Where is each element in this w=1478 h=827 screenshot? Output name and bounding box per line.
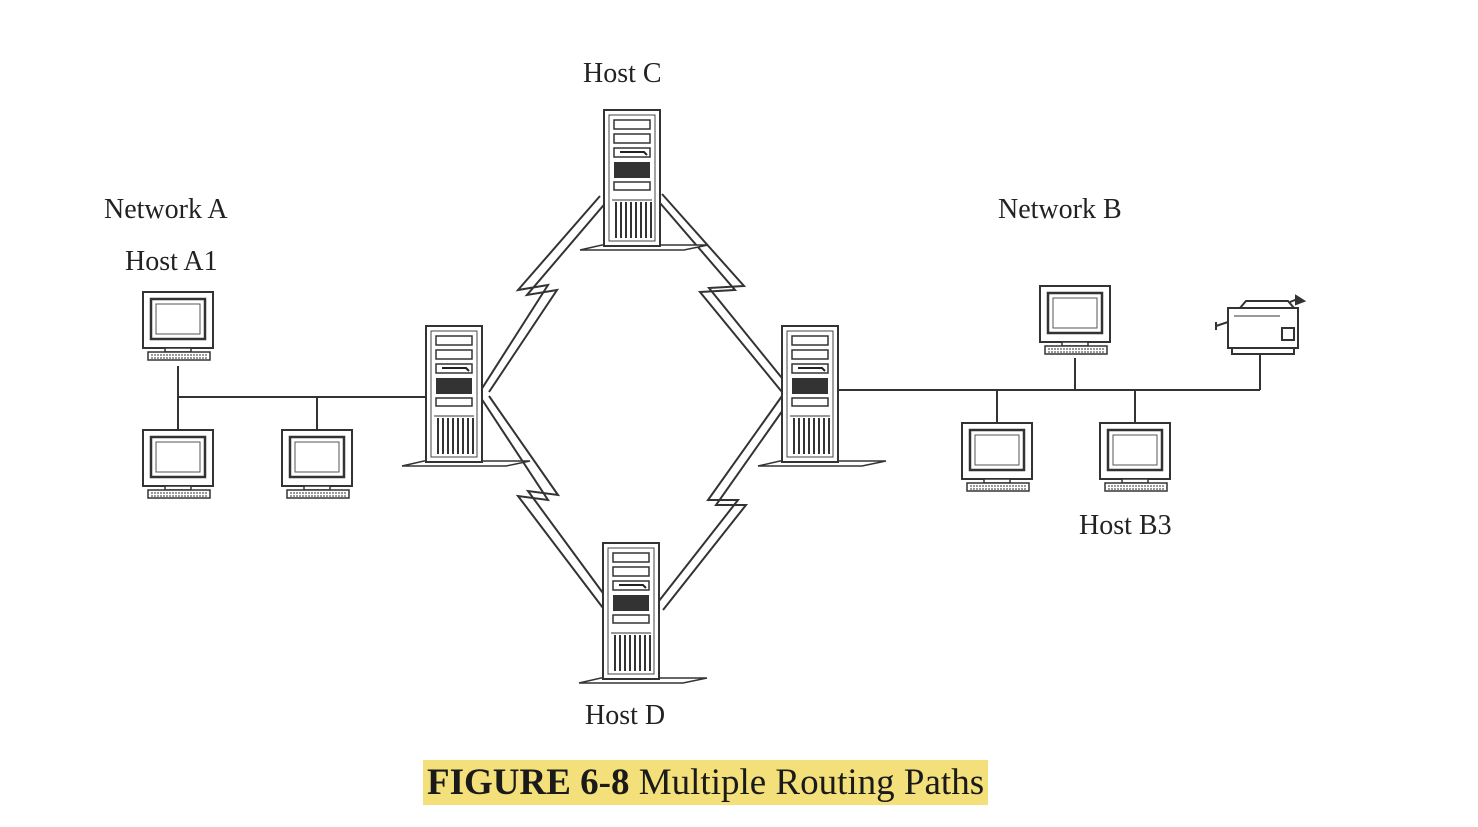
network-a-computer-3 [280, 428, 354, 500]
host-b3-computer [1098, 421, 1172, 493]
label-host-b3: Host B3 [1079, 510, 1172, 541]
network-b-computer-1 [1038, 284, 1112, 356]
label-host-c: Host C [583, 58, 662, 89]
network-b-computer-2 [960, 421, 1034, 493]
wan-link-d-b [654, 395, 791, 611]
wan-link-a-d [480, 395, 612, 609]
wan-link-a-c [480, 195, 609, 393]
router-b-server [757, 325, 887, 467]
network-b-lan [836, 355, 1261, 425]
label-host-d: Host D [585, 700, 666, 731]
label-network-a: Network A [104, 194, 228, 225]
label-host-a1: Host A1 [125, 246, 218, 277]
figure-number: FIGURE 6-8 [427, 762, 630, 803]
network-a-lan [177, 366, 430, 432]
network-a-computer-2 [141, 428, 215, 500]
host-a1-computer [141, 290, 215, 362]
label-network-b: Network B [998, 194, 1122, 225]
printer-icon [1215, 294, 1307, 355]
figure-title: Multiple Routing Paths [638, 762, 985, 803]
wan-link-c-b [653, 193, 791, 393]
figure-caption: FIGURE 6-8 Multiple Routing Paths [423, 760, 989, 805]
host-c-server [579, 109, 709, 251]
